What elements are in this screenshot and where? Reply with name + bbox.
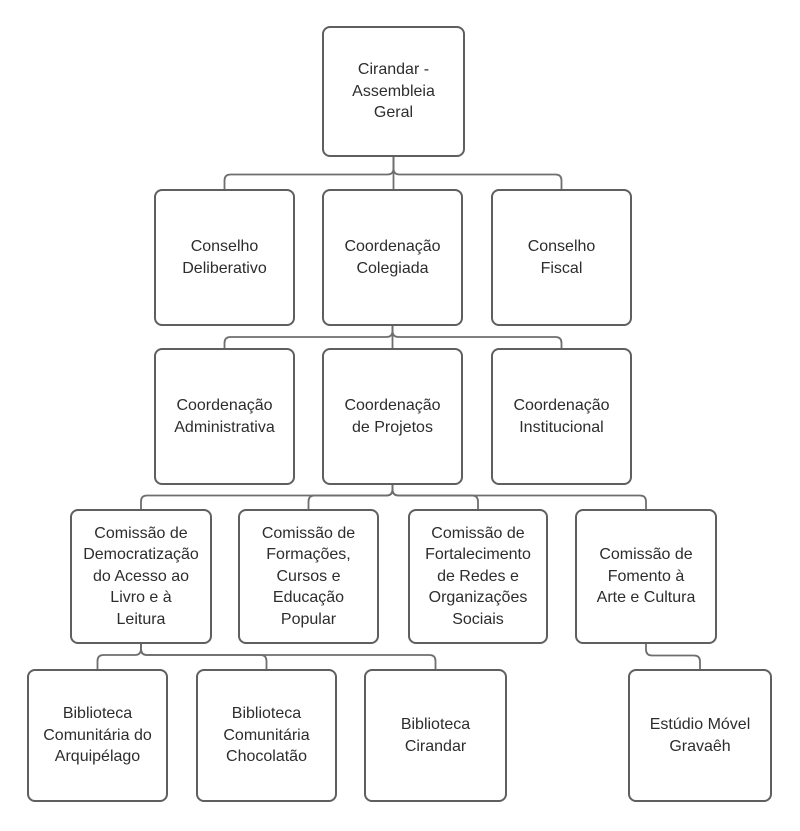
org-edge-fomento-gravaeh [645, 644, 701, 669]
org-edge-projetos-formacoes [307, 485, 394, 509]
org-node-fiscal: Conselho Fiscal [491, 189, 632, 326]
org-node-projetos: Coordenação de Projetos [322, 348, 463, 485]
org-node-administrativa: Coordenação Administrativa [154, 348, 295, 485]
org-edge-projetos-fomento [391, 485, 647, 509]
org-edge-colegiada-institucional [391, 326, 563, 348]
org-node-formacoes: Comissão de Formações, Cursos e Educação… [238, 509, 379, 644]
org-edge-projetos-democratizacao [140, 485, 394, 509]
org-node-assembleia: Cirandar - Assembleia Geral [322, 26, 465, 157]
org-node-chocolatao: Biblioteca Comunitária Chocolatão [196, 669, 337, 802]
org-node-fomento: Comissão de Fomento à Arte e Cultura [575, 509, 717, 644]
org-node-institucional: Coordenação Institucional [491, 348, 632, 485]
org-edge-democratizacao-arquipelago [96, 644, 142, 669]
org-edge-assembleia-deliberativo [223, 157, 395, 189]
org-node-democratizacao: Comissão de Democratização do Acesso ao … [70, 509, 212, 644]
org-edge-colegiada-administrativa [223, 326, 394, 348]
org-node-cirandar: Biblioteca Cirandar [364, 669, 507, 802]
org-edge-projetos-fortalecimento [391, 485, 479, 509]
org-edge-democratizacao-cirandar [140, 644, 437, 669]
org-node-gravaeh: Estúdio Móvel Gravaêh [628, 669, 772, 802]
org-node-deliberativo: Conselho Deliberativo [154, 189, 295, 326]
org-edge-democratizacao-chocolatao [140, 644, 268, 669]
org-node-colegiada: Coordenação Colegiada [322, 189, 463, 326]
org-edge-assembleia-fiscal [392, 157, 563, 189]
org-node-fortalecimento: Comissão de Fortalecimento de Redes e Or… [408, 509, 548, 644]
org-node-arquipelago: Biblioteca Comunitária do Arquipélago [27, 669, 168, 802]
